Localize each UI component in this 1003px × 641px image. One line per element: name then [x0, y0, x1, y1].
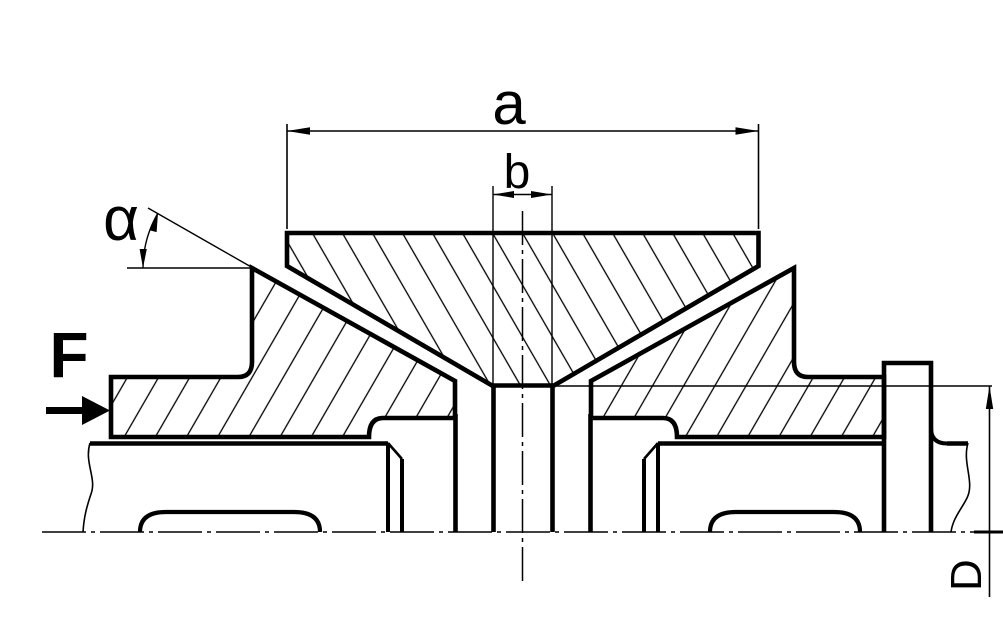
- dim-d-label: D: [942, 559, 991, 591]
- force-f: F: [46, 319, 110, 425]
- left-cone-disc: [108, 264, 458, 532]
- keyway-left: [137, 509, 323, 533]
- shaft-right: [642, 360, 971, 533]
- keyway-right: [707, 509, 863, 533]
- alpha-label: α: [103, 185, 139, 254]
- dim-a-label: a: [492, 70, 526, 137]
- dimension-b: b: [492, 146, 553, 384]
- dim-b-arrow-left: [493, 191, 514, 198]
- dim-a-arrow-right: [735, 127, 759, 135]
- right-cone-disc: [588, 264, 887, 532]
- shoulder-collar: [881, 360, 934, 532]
- break-line-left: [82, 442, 94, 533]
- dimension-d: D: [554, 385, 994, 597]
- dimension-a: a: [286, 70, 760, 229]
- shaft-right-chamfer-edge: [643, 442, 659, 460]
- collar-fillet: [929, 427, 948, 446]
- shaft-left-chamfer-edge: [387, 442, 403, 460]
- force-f-arrow-head: [82, 396, 110, 425]
- alpha-slant-line: [147, 207, 254, 269]
- dim-a-arrow-left: [287, 127, 310, 135]
- force-f-label: F: [49, 319, 88, 391]
- dim-b-arrow-right: [531, 191, 552, 198]
- alpha-arrow-top: [149, 213, 158, 233]
- dim-b-label: b: [504, 146, 531, 199]
- angle-alpha-dimension: α: [103, 185, 254, 269]
- break-line-right: [950, 442, 971, 533]
- dim-d-arrow: [985, 386, 994, 409]
- alpha-arrow-bottom: [139, 249, 147, 268]
- shaft-left: [82, 441, 404, 533]
